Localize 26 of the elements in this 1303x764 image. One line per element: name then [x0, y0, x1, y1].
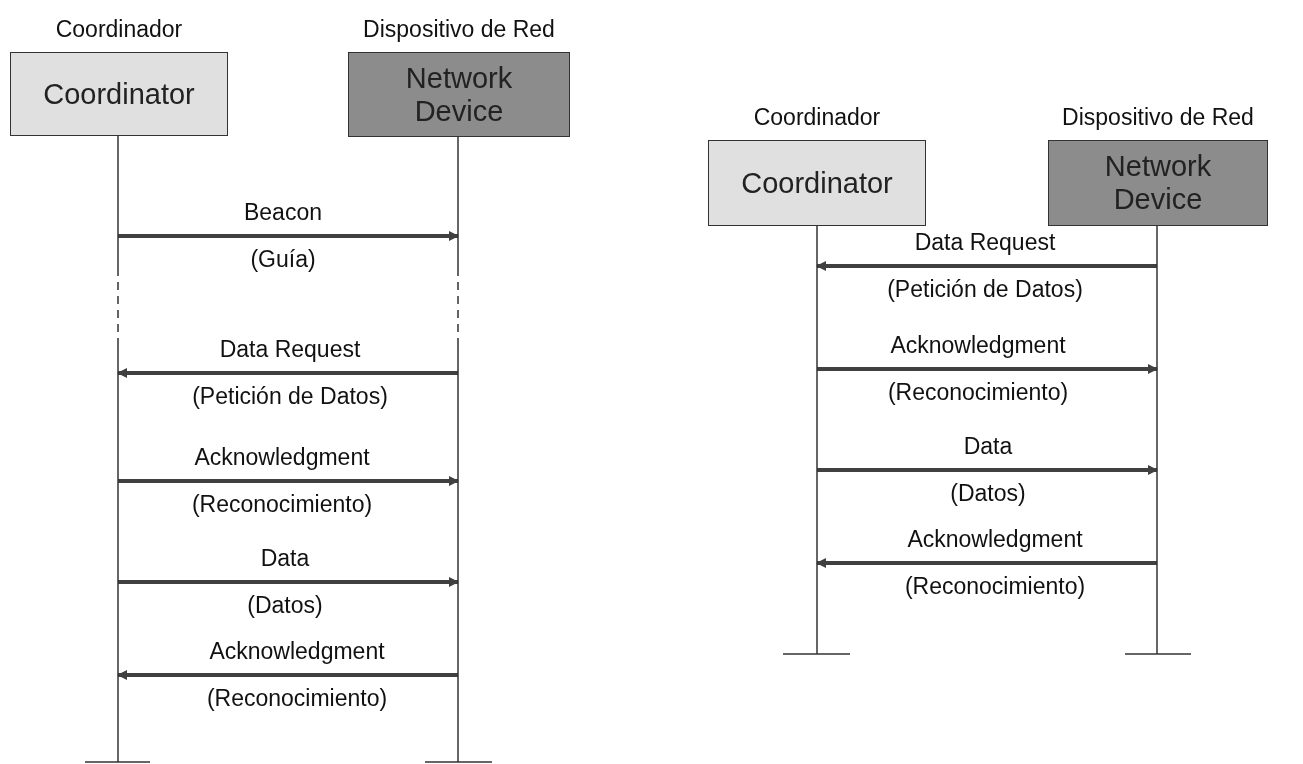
message-label: Acknowledgment (Reconocimiento): [903, 525, 1087, 601]
message-label: Acknowledgment (Reconocimiento): [886, 331, 1070, 407]
participant-heading: Coordinador: [54, 16, 184, 43]
message-arrow: [816, 261, 1157, 271]
participant-heading: Dispositivo de Red: [1061, 104, 1255, 131]
participant-box: Coordinator: [708, 140, 926, 226]
message-label: Data Request (Petición de Datos): [886, 228, 1084, 304]
message-arrow: [118, 577, 459, 587]
participant-box: Coordinator: [10, 52, 228, 136]
message-arrow: [117, 368, 458, 378]
message-label: Data Request (Petición de Datos): [191, 335, 389, 411]
message-label: Data (Datos): [949, 432, 1027, 508]
message-arrow: [817, 465, 1158, 475]
message-arrow: [118, 231, 459, 241]
message-label: Acknowledgment (Reconocimiento): [190, 443, 374, 519]
message-arrow: [117, 670, 458, 680]
message-arrow: [118, 476, 459, 486]
participant-heading: Coordinador: [752, 104, 882, 131]
message-label: Data (Datos): [246, 544, 324, 620]
message-label: Acknowledgment (Reconocimiento): [205, 637, 389, 713]
participant-box: Network Device: [1048, 140, 1268, 226]
message-label: Beacon (Guía): [243, 198, 323, 274]
message-arrow: [817, 364, 1158, 374]
participant-box: Network Device: [348, 52, 570, 137]
participant-heading: Dispositivo de Red: [362, 16, 556, 43]
message-arrow: [816, 558, 1157, 568]
